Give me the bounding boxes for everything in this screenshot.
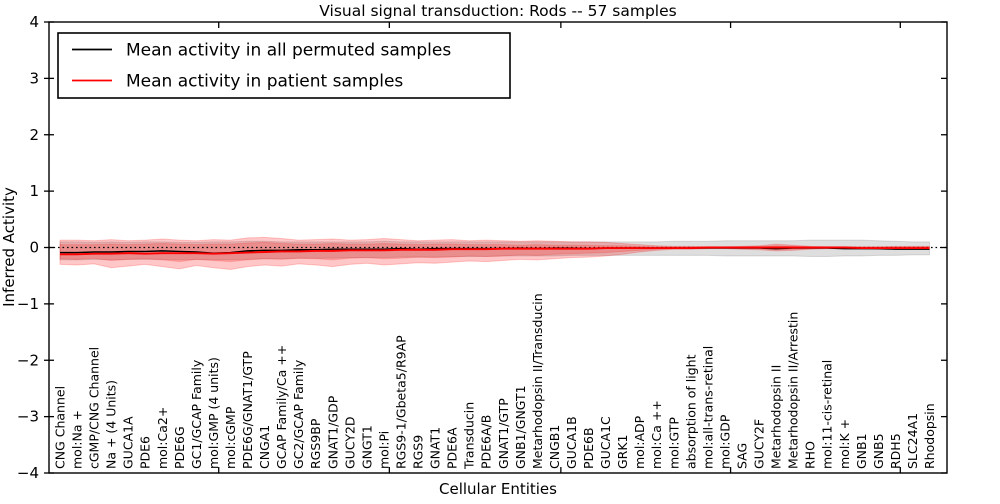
x-tick-label: RHO [803, 441, 818, 469]
y-tick-label: 2 [29, 126, 39, 144]
x-tick-label: Na + (4 Units) [104, 380, 119, 469]
x-tick-label: CNGB1 [547, 425, 562, 469]
x-tick-label: PDE6A/B [479, 415, 494, 469]
series-lines [60, 246, 930, 256]
y-tick-label: 1 [29, 182, 39, 200]
x-tick-label: GC2/GCAP Family [291, 359, 306, 469]
x-tick-label: GNB1 [854, 433, 869, 469]
x-tick-label: GNGT1 [359, 425, 374, 469]
x-tick-label: GNB1/GNGT1 [513, 385, 528, 469]
series-line-patient [60, 246, 930, 256]
x-tick-label: GUCY2F [752, 419, 767, 469]
x-tick-label: PDE6A [445, 427, 460, 469]
x-tick-label: CNG Channel [53, 386, 68, 469]
x-tick-label: GNAT1/GDP [325, 395, 340, 469]
x-tick-label: RDH5 [888, 433, 903, 469]
x-tick-label: mol:ADP [632, 415, 647, 469]
x-tick-label: mol:all-trans-retinal [700, 346, 715, 469]
x-tick-label: Metarhodopsin II [769, 365, 784, 469]
legend: Mean activity in all permuted samples Me… [57, 32, 511, 99]
x-tick-label: RGS9-1/Gbeta5/R9AP [393, 335, 408, 469]
x-tick-label: Transducin [462, 402, 477, 470]
x-tick-label: GNB5 [871, 433, 886, 469]
y-tick-label: 0 [29, 239, 39, 257]
x-tick-label: cGMP/CNG Channel [87, 347, 102, 469]
y-tick-label: −3 [17, 408, 39, 426]
x-tick-label: mol:Pi [376, 431, 391, 469]
chart-title: Visual signal transduction: Rods -- 57 s… [319, 2, 676, 20]
y-tick-label: −4 [17, 464, 39, 482]
x-tick-label: RGS9 [411, 435, 426, 469]
axis-ticks [44, 21, 947, 474]
legend-box [57, 32, 511, 99]
x-tick-label: RGS9BP [308, 418, 323, 469]
x-tick-label: PDE6B [581, 427, 596, 469]
y-axis-label: Inferred Activity [0, 187, 18, 307]
x-tick-label: mol:Ca ++ [649, 400, 664, 469]
y-tick-labels: 4 3 2 1 0 −1 −2 −3 −4 [17, 13, 39, 482]
x-tick-label: mol:GMP (4 units) [206, 357, 221, 469]
x-tick-label: Metarhodopsin II/Arrestin [786, 312, 801, 469]
x-tick-label: GNAT1 [428, 427, 443, 469]
x-tick-label: mol:Ca2+ [155, 407, 170, 469]
x-tick-label: GUCA1A [121, 416, 136, 469]
x-tick-label: GUCA1C [598, 416, 613, 469]
x-tick-label: GRK1 [615, 434, 630, 469]
x-tick-label: absorption of light [683, 354, 698, 469]
x-tick-label: SAG [734, 443, 749, 469]
x-tick-label: PDE6 [138, 436, 153, 469]
y-tick-label: −2 [17, 351, 39, 369]
x-tick-label: mol:Na + [70, 410, 85, 469]
y-tick-label: −1 [17, 295, 39, 313]
x-tick-label: mol:cGMP [223, 406, 238, 469]
x-tick-label: GCAP Family/Ca ++ [274, 345, 289, 469]
legend-label-patient: Mean activity in patient samples [126, 72, 403, 92]
x-tick-label: mol:GDP [717, 414, 732, 469]
x-tick-label: Metarhodopsin II/Transducin [530, 293, 545, 469]
y-tick-label: 3 [29, 69, 39, 87]
x-tick-label: Rhodopsin [922, 403, 937, 469]
x-tick-label: GNAT1/GTP [496, 398, 511, 469]
x-tick-label: GUCA1B [564, 416, 579, 469]
x-tick-label: CNGA1 [257, 425, 272, 469]
x-tick-label: PDE6G [172, 426, 187, 469]
x-tick-label: mol:11-cis-retinal [820, 360, 835, 469]
x-axis-label: Cellular Entities [439, 480, 557, 498]
x-tick-label: SLC24A1 [905, 413, 920, 469]
y-tick-label: 4 [29, 13, 39, 31]
x-tick-label: PDE6G/GNAT1/GTP [240, 351, 255, 469]
x-tick-label: GUCY2D [342, 416, 357, 469]
x-tick-label: GC1/GCAP Family [189, 359, 204, 469]
x-tick-label: mol:GTP [666, 417, 681, 469]
band-permuted-samples-range [59, 239, 930, 261]
x-tick-label: mol:K + [837, 419, 852, 469]
legend-label-permuted: Mean activity in all permuted samples [126, 41, 451, 61]
